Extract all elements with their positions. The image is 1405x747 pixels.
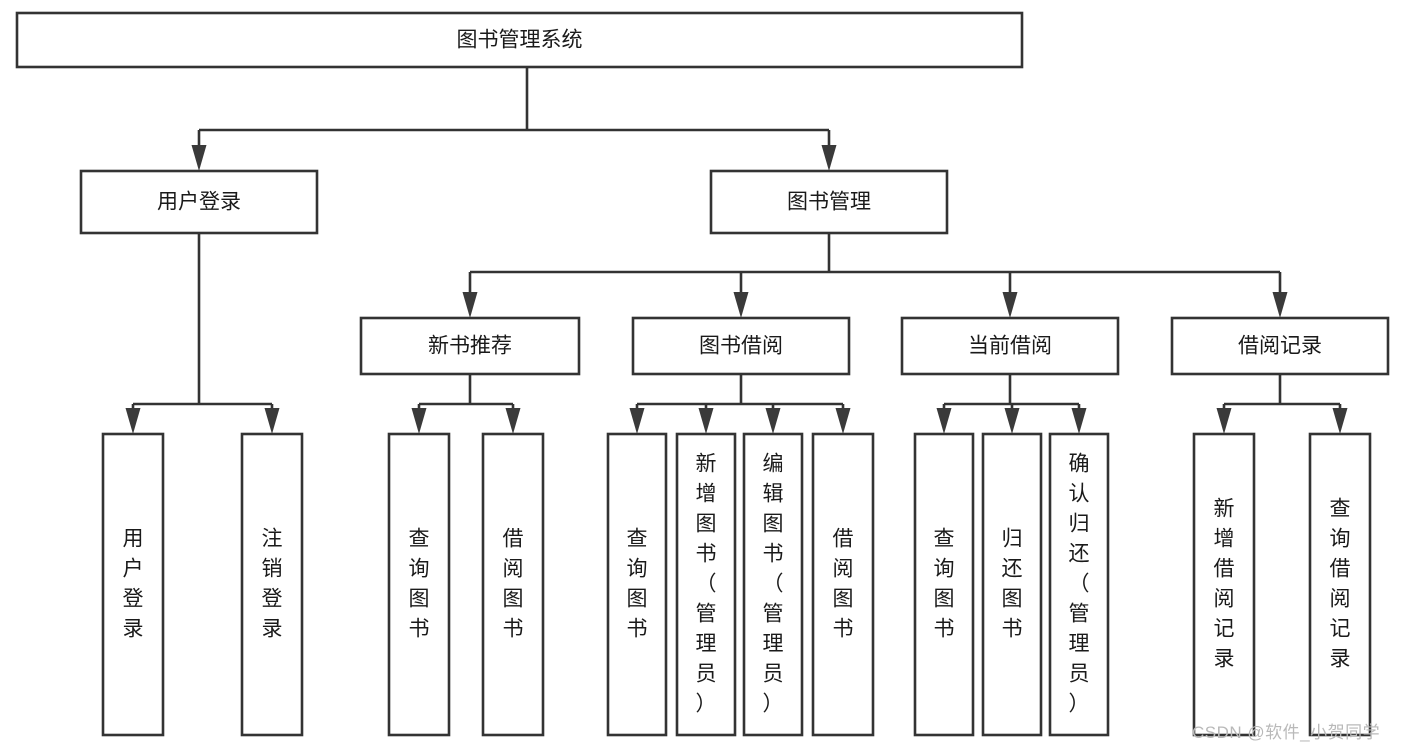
node-label-root: 图书管理系统 xyxy=(457,29,583,52)
node-leaf-add-borrow-record[interactable]: 新增借阅记录 xyxy=(1192,432,1256,737)
node-label-leaf-confirm-return-admin: 确认归还（管理员） xyxy=(1069,452,1090,715)
node-leaf-borrow-book-1[interactable]: 借阅图书 xyxy=(481,432,545,737)
node-leaf-return-book[interactable]: 归还图书 xyxy=(981,432,1043,737)
csdn-watermark: CSDN @软件_小贺同学 xyxy=(1192,723,1381,742)
node-box-root[interactable] xyxy=(15,11,1024,69)
node-box-current-borrow[interactable] xyxy=(900,316,1120,376)
node-leaf-edit-book-admin[interactable]: 编辑图书（管理员） xyxy=(742,432,804,737)
node-new-book-recommend[interactable]: 新书推荐 xyxy=(359,316,581,376)
edge-group xyxy=(191,67,837,171)
node-book-borrow[interactable]: 图书借阅 xyxy=(631,316,851,376)
node-box-leaf-user-login[interactable] xyxy=(101,432,165,737)
node-box-leaf-query-book-3[interactable] xyxy=(913,432,975,737)
node-box-user-login[interactable] xyxy=(79,169,319,235)
edge-group xyxy=(629,374,851,434)
node-leaf-add-book-admin[interactable]: 新增图书（管理员） xyxy=(675,432,737,737)
node-box-leaf-confirm-return-admin[interactable] xyxy=(1048,432,1110,737)
node-label-leaf-add-borrow-record: 新增借阅记录 xyxy=(1214,497,1235,670)
node-label-leaf-query-book-1: 查询图书 xyxy=(409,527,430,640)
node-leaf-query-book-2[interactable]: 查询图书 xyxy=(606,432,668,737)
node-box-leaf-query-book-1[interactable] xyxy=(387,432,451,737)
node-box-new-book-recommend[interactable] xyxy=(359,316,581,376)
nodes-layer: 图书管理系统用户登录图书管理新书推荐图书借阅当前借阅借阅记录用户登录注销登录查询… xyxy=(15,11,1390,737)
node-borrow-record[interactable]: 借阅记录 xyxy=(1170,316,1390,376)
node-box-leaf-add-borrow-record[interactable] xyxy=(1192,432,1256,737)
node-label-user-login: 用户登录 xyxy=(157,191,241,214)
node-box-leaf-query-book-2[interactable] xyxy=(606,432,668,737)
node-book-management[interactable]: 图书管理 xyxy=(709,169,949,235)
node-label-leaf-add-book-admin: 新增图书（管理员） xyxy=(696,452,717,715)
node-box-leaf-borrow-book-1[interactable] xyxy=(481,432,545,737)
edge-group xyxy=(125,233,280,434)
node-label-leaf-borrow-book-1: 借阅图书 xyxy=(503,527,524,640)
node-label-new-book-recommend: 新书推荐 xyxy=(428,335,512,358)
node-label-current-borrow: 当前借阅 xyxy=(968,335,1052,358)
node-box-leaf-query-borrow-record[interactable] xyxy=(1308,432,1372,737)
node-box-leaf-add-book-admin[interactable] xyxy=(675,432,737,737)
node-leaf-query-book-1[interactable]: 查询图书 xyxy=(387,432,451,737)
node-label-leaf-borrow-book-2: 借阅图书 xyxy=(833,527,854,640)
node-leaf-query-book-3[interactable]: 查询图书 xyxy=(913,432,975,737)
node-box-leaf-user-logout[interactable] xyxy=(240,432,304,737)
node-leaf-borrow-book-2[interactable]: 借阅图书 xyxy=(811,432,875,737)
node-label-leaf-user-logout: 注销登录 xyxy=(262,527,283,640)
node-leaf-user-login[interactable]: 用户登录 xyxy=(101,432,165,737)
node-leaf-confirm-return-admin[interactable]: 确认归还（管理员） xyxy=(1048,432,1110,737)
node-user-login[interactable]: 用户登录 xyxy=(79,169,319,235)
node-box-book-management[interactable] xyxy=(709,169,949,235)
node-label-book-management: 图书管理 xyxy=(787,191,871,214)
node-box-leaf-borrow-book-2[interactable] xyxy=(811,432,875,737)
node-label-leaf-query-borrow-record: 查询借阅记录 xyxy=(1330,497,1351,670)
node-leaf-query-borrow-record[interactable]: 查询借阅记录 xyxy=(1308,432,1372,737)
edge-group xyxy=(462,233,1288,318)
edge-group xyxy=(936,374,1087,434)
node-label-leaf-query-book-3: 查询图书 xyxy=(934,527,955,640)
node-box-leaf-edit-book-admin[interactable] xyxy=(742,432,804,737)
edge-group xyxy=(411,374,521,434)
node-label-leaf-user-login: 用户登录 xyxy=(123,527,144,640)
node-label-leaf-query-book-2: 查询图书 xyxy=(627,527,648,640)
edge-group xyxy=(1216,374,1348,434)
node-label-leaf-return-book: 归还图书 xyxy=(1002,527,1023,640)
node-box-borrow-record[interactable] xyxy=(1170,316,1390,376)
node-leaf-user-logout[interactable]: 注销登录 xyxy=(240,432,304,737)
node-current-borrow[interactable]: 当前借阅 xyxy=(900,316,1120,376)
edges-layer xyxy=(125,67,1348,434)
node-label-borrow-record: 借阅记录 xyxy=(1238,335,1322,358)
node-box-leaf-return-book[interactable] xyxy=(981,432,1043,737)
node-root[interactable]: 图书管理系统 xyxy=(15,11,1024,69)
node-label-leaf-edit-book-admin: 编辑图书（管理员） xyxy=(763,452,784,715)
node-label-book-borrow: 图书借阅 xyxy=(699,335,783,358)
node-box-book-borrow[interactable] xyxy=(631,316,851,376)
